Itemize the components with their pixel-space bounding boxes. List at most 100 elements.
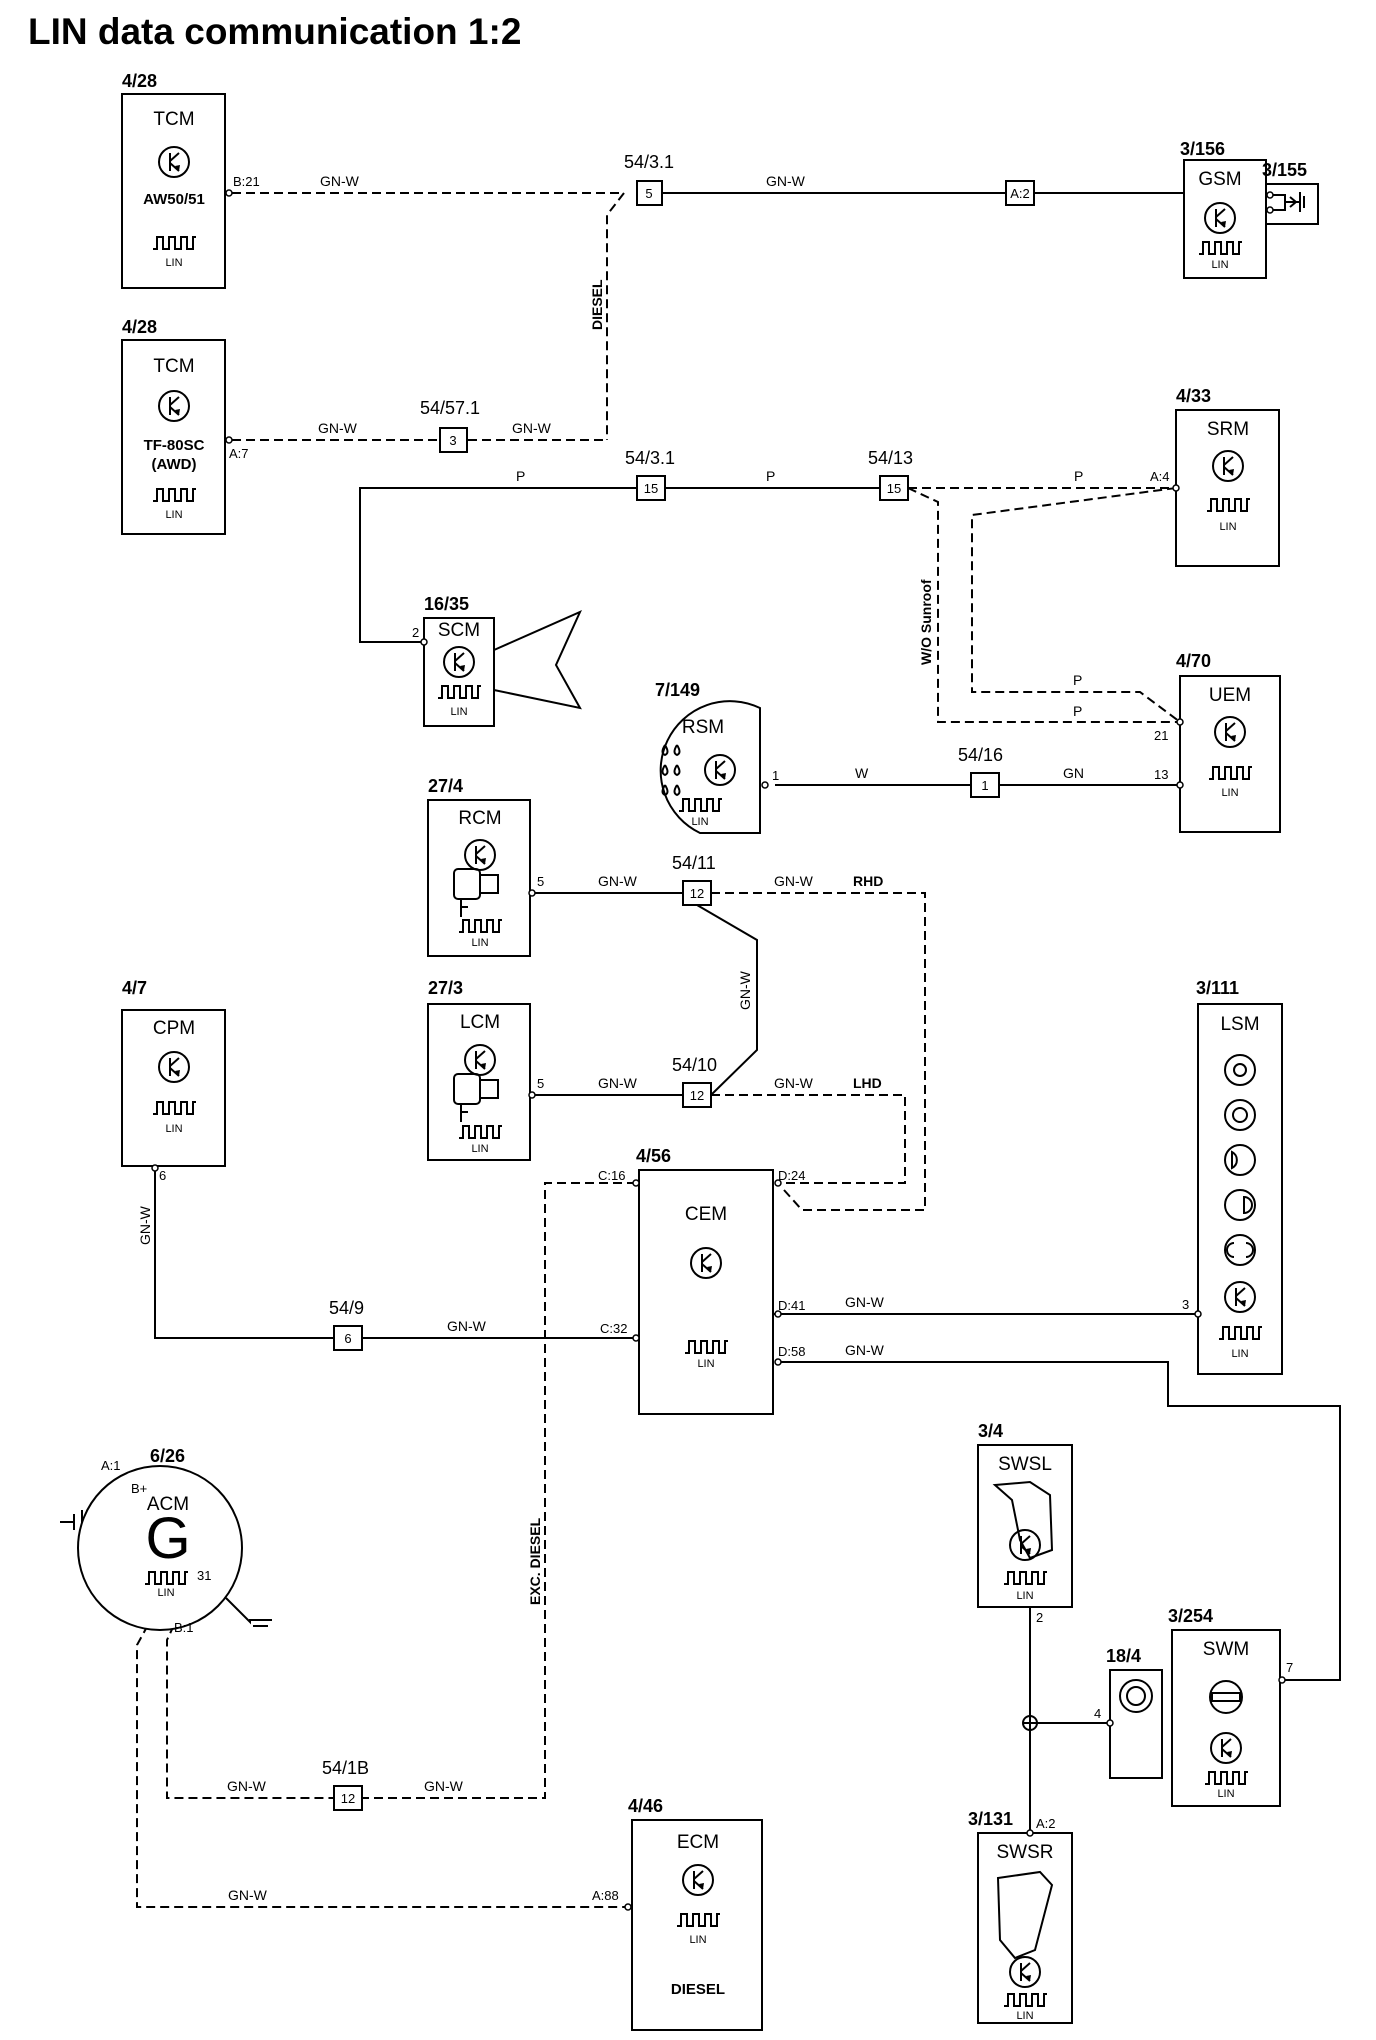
wire-label: P <box>1073 672 1082 688</box>
module-name: SWSL <box>998 1454 1052 1475</box>
svg-text:15: 15 <box>644 481 658 496</box>
module-ref: 4/28 <box>122 71 157 91</box>
wire-scm-c3 <box>359 487 637 643</box>
variant-label-diesel: DIESEL <box>589 279 605 330</box>
svg-text:(AWD): (AWD) <box>152 456 197 473</box>
pin-label: D:41 <box>778 1298 805 1313</box>
module-name: SCM <box>438 620 480 641</box>
wire-c6-c7 <box>696 904 758 1096</box>
svg-text:54/57.1: 54/57.1 <box>420 398 480 418</box>
module-name: SWSR <box>997 1842 1054 1863</box>
pin-label: 4 <box>1094 1706 1101 1721</box>
module-scm: 16/35 SCM LIN 2 <box>412 594 582 727</box>
module-lcm: 27/3 LCM LIN 5 <box>427 978 544 1161</box>
svg-text:LIN: LIN <box>689 1934 706 1946</box>
stalk-switch-icon <box>992 1480 1054 1560</box>
connector-54-16: 54/16 1 <box>958 745 1003 798</box>
pin-label: A:2 <box>1036 1816 1056 1831</box>
wire-label: GN-W <box>774 1075 814 1091</box>
variant-label-exc-diesel: EXC. DIESEL <box>527 1517 543 1605</box>
pin-label: D:58 <box>778 1344 805 1359</box>
svg-text:3/155: 3/155 <box>1262 160 1307 180</box>
svg-text:LIN: LIN <box>1217 1788 1234 1800</box>
pin-label: D:24 <box>778 1168 805 1183</box>
rain-drops-icon <box>661 744 681 797</box>
module-name: CPM <box>153 1018 195 1039</box>
svg-text:1: 1 <box>981 778 988 793</box>
module-tcm-tf80: 4/28 TCM TF-80SC (AWD) LIN A:7 <box>121 317 249 535</box>
light-switch-icon <box>1224 1054 1256 1266</box>
wires <box>60 192 1341 1908</box>
wire-exc-diesel <box>354 1182 636 1799</box>
wire-label: GN-W <box>320 173 360 189</box>
svg-text:54/1B: 54/1B <box>322 1758 369 1778</box>
gear-selector-switch: 3/155 <box>1262 160 1319 225</box>
module-name: TCM <box>153 109 194 130</box>
module-ref: 7/149 <box>655 680 700 700</box>
wire-label: GN-W <box>424 1778 464 1794</box>
wire-label: GN-W <box>318 420 358 436</box>
module-name: ECM <box>677 1832 719 1853</box>
pin-label: 1 <box>772 768 779 783</box>
pin-label: 3 <box>1182 1297 1189 1312</box>
module-ref: 4/46 <box>628 1796 663 1816</box>
svg-text:LIN: LIN <box>471 937 488 949</box>
module-name: TCM <box>153 356 194 377</box>
wire-label: GN-W <box>598 1075 638 1091</box>
svg-text:LIN: LIN <box>157 1587 174 1599</box>
connector-a2: A:2 <box>1005 180 1035 206</box>
module-uem: 4/70 UEM LIN 21 13 <box>1154 651 1281 833</box>
module-name: RSM <box>682 717 724 738</box>
wire-label: GN-W <box>447 1318 487 1334</box>
svg-text:LIN: LIN <box>471 1143 488 1155</box>
svg-text:TF-80SC: TF-80SC <box>144 437 205 454</box>
pin-label: 5 <box>537 1076 544 1091</box>
wire-label: GN-W <box>845 1294 885 1310</box>
module-ref: 3/4 <box>978 1421 1003 1441</box>
svg-text:15: 15 <box>887 481 901 496</box>
module-name: UEM <box>1209 685 1251 706</box>
wire-srm-uem <box>971 487 1181 723</box>
module-name: LSM <box>1220 1014 1259 1035</box>
module-tcm-aw50: 4/28 TCM AW50/51 LIN B:21 <box>121 71 260 289</box>
svg-text:54/10: 54/10 <box>672 1055 717 1075</box>
module-ref: 4/28 <box>122 317 157 337</box>
svg-text:6: 6 <box>344 1331 351 1346</box>
svg-text:12: 12 <box>690 1088 704 1103</box>
wire-rhd <box>711 892 926 1211</box>
svg-text:54/3.1: 54/3.1 <box>625 448 675 468</box>
pin-label: A:1 <box>101 1458 121 1473</box>
module-ref: 4/7 <box>122 978 147 998</box>
module-ref: 4/56 <box>636 1146 671 1166</box>
svg-text:54/13: 54/13 <box>868 448 913 468</box>
wire-label: GN-W <box>598 873 638 889</box>
wire-lhd <box>711 1094 906 1184</box>
module-name: ACM <box>147 1494 189 1515</box>
variant-label-wo-sunroof: W/O Sunroof <box>918 579 934 665</box>
wire-label: P <box>516 468 525 484</box>
wire-label: GN-W <box>137 1205 153 1245</box>
wire-label: GN-W <box>774 873 814 889</box>
connector-54-57-1: 54/57.1 3 <box>420 398 480 453</box>
connector-54-10: 54/10 12 <box>672 1055 717 1108</box>
module-ref: 3/131 <box>968 1809 1013 1829</box>
module-swm: 3/254 SWM LIN 7 <box>1168 1606 1293 1807</box>
module-name: RCM <box>458 808 501 829</box>
wire-acm-ground <box>225 1597 272 1625</box>
clock-spring: 18/4 4 <box>1094 1646 1163 1779</box>
wire-cpm-c8 <box>154 1170 334 1339</box>
svg-text:LIN: LIN <box>691 816 708 828</box>
module-name: SWM <box>1203 1639 1249 1660</box>
module-rsm: 7/149 RSM LIN 1 <box>655 680 779 834</box>
svg-text:LIN: LIN <box>1221 787 1238 799</box>
steering-wheel-icon <box>1209 1680 1243 1714</box>
module-gsm: 3/156 GSM LIN <box>1180 139 1267 279</box>
wire-label: GN <box>1063 765 1084 781</box>
svg-text:12: 12 <box>690 886 704 901</box>
variant-label-lhd: LHD <box>853 1075 882 1091</box>
pin-label: 5 <box>537 874 544 889</box>
wire-diesel <box>606 192 625 440</box>
wire-label: W <box>855 765 869 781</box>
wire-label: GN-W <box>737 970 753 1010</box>
